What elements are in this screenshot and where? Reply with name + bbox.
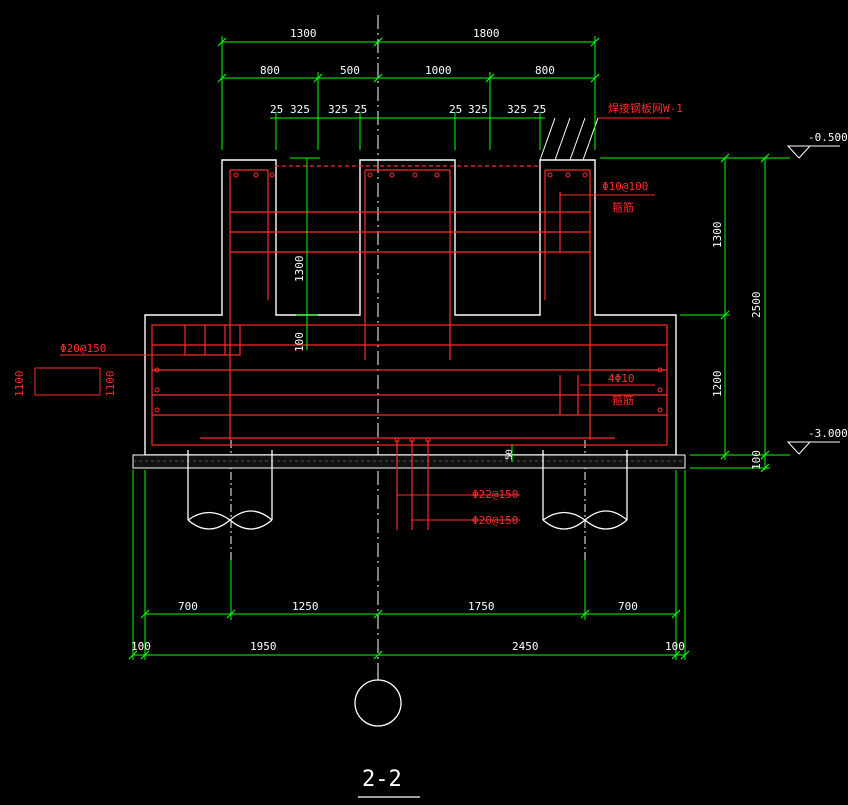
elev-bottom: -3.000: [808, 427, 848, 440]
dim-top-800b: 800: [535, 64, 555, 77]
label-stirrup-top-note: 箍筋: [612, 200, 634, 214]
elevation-markers: [786, 145, 840, 455]
embedded-plate: [539, 117, 670, 161]
dim-top-1000: 1000: [425, 64, 452, 77]
pile-right: [542, 450, 628, 530]
dim-cover-50: 50: [505, 449, 515, 460]
dim-top-500: 500: [340, 64, 360, 77]
dim-top-25d: 25: [533, 103, 546, 116]
dim-right-100: 100: [750, 450, 763, 470]
dim-top-325d: 325: [507, 103, 527, 116]
label-side-left-dim-a: 1100: [13, 371, 26, 398]
dim-bot-100a: 100: [131, 640, 151, 653]
dim-top-25b: 25: [354, 103, 367, 116]
dim-right-1200: 1200: [711, 371, 724, 398]
label-embedded-plate: 焊接钢板网W-1: [608, 101, 683, 115]
dim-bot-2450: 2450: [512, 640, 539, 653]
rebar-cage: [151, 165, 668, 530]
dim-slot-100: 100: [293, 332, 306, 352]
dim-top-25a: 25: [270, 103, 283, 116]
dim-labels-bottom: 700 1250 1750 700 100 1950 2450 100: [131, 600, 685, 653]
dim-slot-1300: 1300: [293, 256, 306, 283]
dim-bot-1750: 1750: [468, 600, 495, 613]
cap-outline: [144, 159, 677, 456]
dim-bot-100b: 100: [665, 640, 685, 653]
dim-top-325c: 325: [468, 103, 488, 116]
rebar-labels: 焊接钢板网W-1 Φ10@100 箍筋 Φ20@150 1100 1100 4Φ…: [13, 101, 683, 527]
dim-bot-1950: 1950: [250, 640, 277, 653]
pile-left: [187, 450, 273, 530]
dim-right-2500: 2500: [750, 292, 763, 319]
dim-bot-700b: 700: [618, 600, 638, 613]
dim-bot-700a: 700: [178, 600, 198, 613]
leaders: [34, 194, 655, 521]
dimension-lines: [132, 36, 790, 660]
dim-top-325a: 325: [290, 103, 310, 116]
dim-top-1300: 1300: [290, 27, 317, 40]
dim-top-25c: 25: [449, 103, 462, 116]
dim-top-1800: 1800: [473, 27, 500, 40]
elevation-labels: -0.500 -3.000: [808, 131, 848, 440]
dim-bot-1250: 1250: [292, 600, 319, 613]
elev-top: -0.500: [808, 131, 848, 144]
dimension-ticks: [128, 37, 770, 660]
section-title: 2-2: [362, 767, 402, 792]
dim-labels-top: 1300 1800 800 500 1000 800 25 325 325 25…: [260, 27, 555, 116]
rebar-dots: [154, 172, 663, 443]
dim-top-800a: 800: [260, 64, 280, 77]
dim-top-325b: 325: [328, 103, 348, 116]
label-side-left: Φ20@150: [60, 342, 106, 355]
label-side-right-note: 箍筋: [612, 393, 634, 407]
label-bottom-b: Φ20@150: [472, 514, 518, 527]
axis-bubble: [354, 675, 420, 798]
dim-right-1300: 1300: [711, 222, 724, 249]
label-side-left-dim-b: 1100: [104, 371, 117, 398]
label-side-right: 4Φ10: [608, 372, 635, 385]
label-stirrup-top: Φ10@100: [602, 180, 648, 193]
dim-labels-vertical: 1300 1200 2500 100 1300 100 50: [293, 222, 763, 471]
label-bottom-a: Φ22@150: [472, 488, 518, 501]
blinding-layer: [132, 454, 686, 469]
